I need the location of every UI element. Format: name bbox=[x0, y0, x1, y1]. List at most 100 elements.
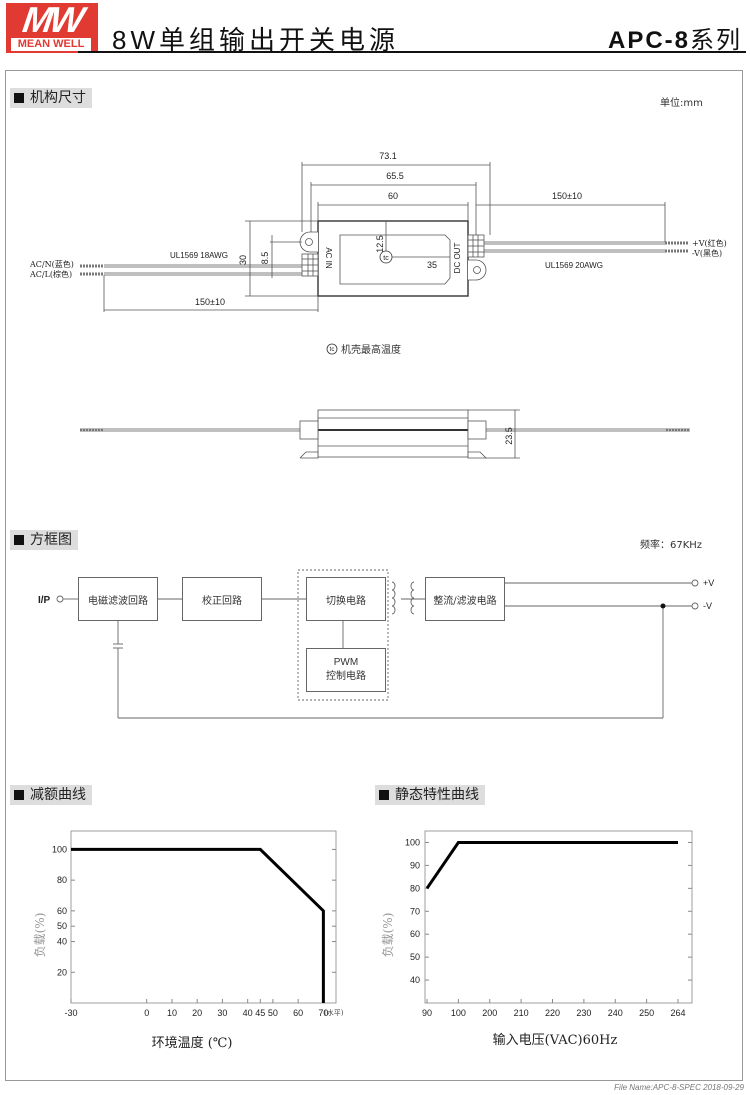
y-tick-label: 50 bbox=[410, 952, 420, 962]
case-outline bbox=[317, 220, 469, 297]
dim-body-length: 60 bbox=[388, 191, 398, 201]
output-negative-label: -V bbox=[703, 601, 712, 611]
mean-well-logo: MW MEAN WELL bbox=[6, 0, 98, 53]
dim-overall-length: 73.1 bbox=[379, 151, 397, 161]
x-tick-label: 90 bbox=[422, 1008, 432, 1018]
label-dc-out: DC OUT bbox=[453, 243, 462, 274]
logo-mark: MW bbox=[20, 0, 84, 40]
x-tick-label: 100 bbox=[451, 1008, 466, 1018]
dim-body-height: 30 bbox=[238, 255, 248, 265]
x-tick-label: 20 bbox=[192, 1008, 202, 1018]
bullet-square-icon bbox=[14, 790, 24, 800]
series-label: APC-8系列 bbox=[608, 20, 742, 55]
series-suffix: 系列 bbox=[690, 27, 742, 54]
series-code: APC-8 bbox=[607, 27, 690, 54]
y-tick-label: 20 bbox=[57, 967, 67, 977]
tc-note-icon bbox=[326, 343, 338, 355]
x-axis-label: 环境温度 (℃) bbox=[152, 1035, 233, 1051]
y-tick-label: 50 bbox=[57, 921, 67, 931]
y-tick-label: 80 bbox=[57, 875, 67, 885]
y-tick-label: 70 bbox=[410, 906, 420, 916]
x-tick-label: 45 bbox=[255, 1008, 265, 1018]
x-tick-label: 0 bbox=[144, 1008, 149, 1018]
dim-tc-vertical: 12.5 bbox=[375, 235, 385, 253]
output-wire-spec: UL1569 20AWG bbox=[545, 261, 603, 270]
dim-side-height: 23.5 bbox=[504, 427, 514, 445]
output-lead-negative: -V(黑色) bbox=[692, 248, 722, 258]
x-tick-label: 40 bbox=[243, 1008, 253, 1018]
x-tick-label: 240 bbox=[608, 1008, 623, 1018]
tc-symbol: tc bbox=[383, 255, 389, 262]
derating-series-line bbox=[71, 847, 325, 1003]
y-tick-label: 60 bbox=[410, 929, 420, 939]
tc-note: 机壳最高温度 bbox=[341, 343, 401, 356]
input-wire-spec: UL1569 18AWG bbox=[170, 251, 228, 260]
dim-output-wire-length: 150±10 bbox=[552, 191, 582, 201]
static-characteristic-chart: 90 100 200 210 220 230 240 250 264 40 50 60 70 80 90 10… bbox=[381, 830, 693, 1048]
input-label: I/P bbox=[38, 595, 51, 606]
y-tick-label: 40 bbox=[410, 975, 420, 985]
y-tick-label: 60 bbox=[57, 906, 67, 916]
file-name-footer: File Name:APC-8-SPEC 2018-09-29 bbox=[614, 1083, 744, 1092]
output-lead-positive: +V(红色) bbox=[692, 238, 727, 248]
spec-frame bbox=[5, 70, 743, 1081]
x-tick-label: 220 bbox=[545, 1008, 560, 1018]
output-positive-label: +V bbox=[703, 578, 714, 588]
case-label-area bbox=[339, 234, 451, 285]
y-tick-label: 100 bbox=[405, 837, 420, 847]
static-series-line bbox=[425, 840, 678, 890]
block-emi-filter: 电磁滤波回路 bbox=[78, 577, 158, 621]
x-tick-label: 200 bbox=[482, 1008, 497, 1018]
bullet-square-icon bbox=[14, 535, 24, 545]
bullet-square-icon bbox=[379, 790, 389, 800]
document-title: 8W单组输出开关电源 bbox=[112, 25, 400, 55]
mechanical-drawing: 73.1 65.5 60 150±10 150±10 30 8.5 12.5 3… bbox=[29, 151, 727, 459]
y-tick-label: 40 bbox=[57, 937, 67, 947]
x-tick-label: 250 bbox=[639, 1008, 654, 1018]
y-tick-label: 80 bbox=[410, 883, 420, 893]
y-axis-label: 负载(%) bbox=[381, 913, 395, 958]
x-axis-label: 输入电压(VAC)60Hz bbox=[493, 1032, 618, 1048]
block-rectifier-filter: 整流/滤波电路 bbox=[425, 577, 505, 621]
x-tick-label: 230 bbox=[576, 1008, 591, 1018]
x-tick-label: 10 bbox=[167, 1008, 177, 1018]
dim-input-wire-length: 150±10 bbox=[195, 297, 225, 307]
x-tick-label: 30 bbox=[217, 1008, 227, 1018]
section-static-curve: 静态特性曲线 bbox=[375, 785, 485, 805]
logo-name: MEAN WELL bbox=[11, 38, 91, 51]
section-title: 减额曲线 bbox=[30, 787, 86, 803]
x-tick-label: 60 bbox=[293, 1008, 303, 1018]
side-view bbox=[80, 409, 690, 459]
dim-mount-offset: 8.5 bbox=[260, 252, 270, 265]
x-axis-note: (水平) bbox=[324, 1008, 344, 1017]
frequency-label: 频率：67KHz bbox=[640, 540, 703, 551]
label-ac-in: AC IN bbox=[324, 247, 333, 269]
section-title: 机构尺寸 bbox=[30, 90, 86, 106]
y-tick-label: 90 bbox=[410, 860, 420, 870]
mount-ear-right bbox=[468, 259, 487, 281]
block-pfc: 校正回路 bbox=[182, 577, 262, 621]
plot-frame bbox=[424, 830, 693, 1004]
block-diagram-wiring: I/P +V -V bbox=[38, 569, 714, 719]
x-tick-label: 264 bbox=[670, 1008, 685, 1018]
section-derating-curve: 减额曲线 bbox=[10, 785, 92, 805]
bullet-square-icon bbox=[14, 93, 24, 103]
section-mechanical: 机构尺寸 bbox=[10, 88, 92, 108]
section-block-diagram: 方框图 bbox=[10, 530, 78, 550]
unit-label: 单位:mm bbox=[660, 98, 703, 109]
dim-tc-horizontal: 35 bbox=[427, 260, 437, 270]
y-tick-label: 100 bbox=[52, 844, 67, 854]
y-axis-label: 负载(%) bbox=[33, 913, 47, 958]
svg-text:tc: tc bbox=[330, 347, 335, 353]
title-rule bbox=[78, 51, 746, 53]
x-tick-label: 50 bbox=[268, 1008, 278, 1018]
section-title: 方框图 bbox=[30, 532, 72, 548]
x-tick-label: 210 bbox=[514, 1008, 529, 1018]
input-lead-neutral: AC/N(蓝色) bbox=[29, 259, 74, 269]
x-tick-label: 70 bbox=[318, 1008, 328, 1018]
dim-mid-length: 65.5 bbox=[386, 171, 404, 181]
input-lead-line: AC/L(棕色) bbox=[29, 269, 72, 279]
plot-frame bbox=[70, 830, 337, 1004]
